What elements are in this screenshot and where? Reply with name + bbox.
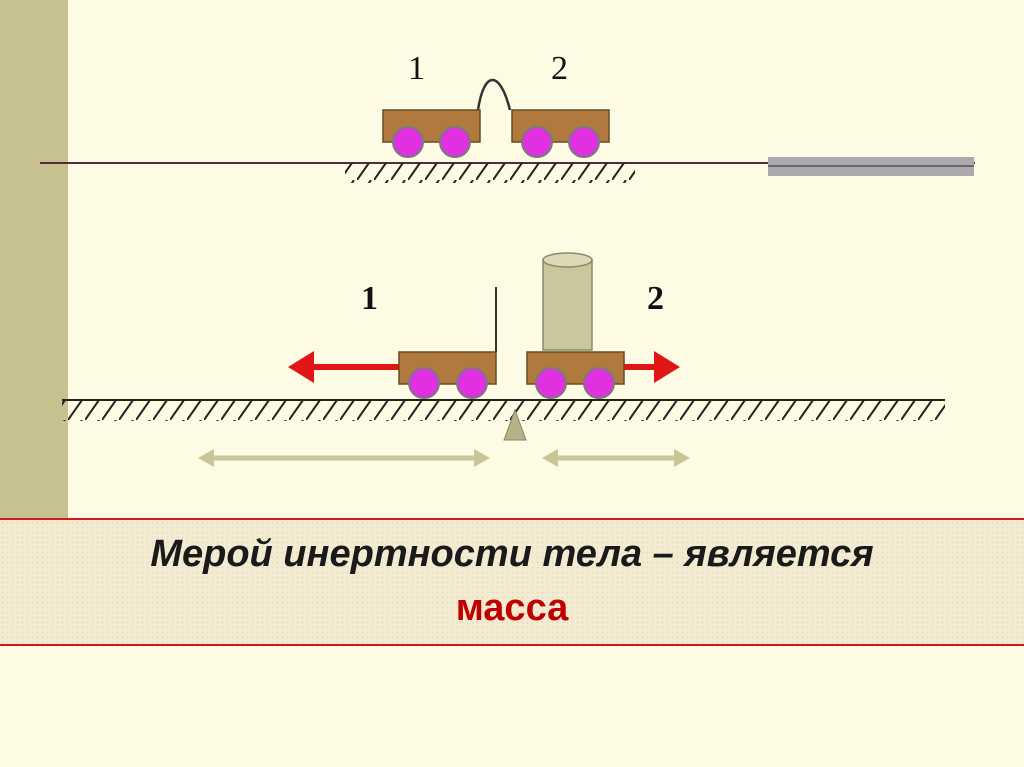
caption-banner <box>0 518 1024 646</box>
pivot-triangle <box>503 408 527 441</box>
bottom-cart-1 <box>398 287 497 399</box>
distance-arrow-left <box>198 449 490 467</box>
bottom-cart-2-label: 2 <box>647 280 664 317</box>
wheel <box>408 367 440 399</box>
bottom-cart-1-label: 1 <box>361 280 378 317</box>
wheel <box>439 126 471 158</box>
sidebar-decoration <box>0 0 68 520</box>
weight-cylinder <box>542 252 593 351</box>
wheel <box>535 367 567 399</box>
spring-icon <box>476 78 512 111</box>
top-cart-1-label: 1 <box>408 50 425 87</box>
caption-line-2: масса <box>455 587 569 629</box>
top-ground-hatch <box>345 163 635 183</box>
top-cart-2 <box>511 109 610 158</box>
bottom-ground-hatch <box>62 400 945 421</box>
distance-arrow-right <box>542 449 690 467</box>
bottom-cart-2 <box>526 252 625 399</box>
wheel <box>521 126 553 158</box>
wheel <box>568 126 600 158</box>
force-arrow-left <box>288 351 410 383</box>
wheel <box>456 367 488 399</box>
top-cart-2-label: 2 <box>551 50 568 87</box>
top-cart-1 <box>382 109 481 158</box>
wheel <box>583 367 615 399</box>
caption-line-1: Мерой инертности тела – является <box>150 533 874 575</box>
wheel <box>392 126 424 158</box>
